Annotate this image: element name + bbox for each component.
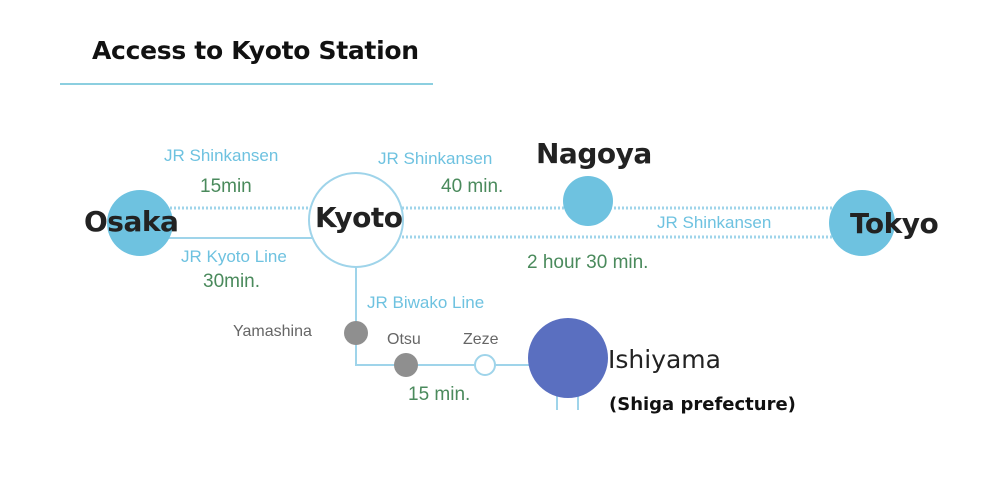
station-ishiyama: Ishiyama xyxy=(608,345,721,374)
station-zeze: Zeze xyxy=(463,331,499,348)
station-nagoya: Nagoya xyxy=(536,137,652,170)
station-osaka: Osaka xyxy=(84,205,179,238)
nagoya-shinkansen-duration: 40 min. xyxy=(441,176,504,197)
tokyo-station-marker xyxy=(829,190,895,256)
biwako-line-duration: 15 min. xyxy=(408,384,471,405)
kyoto-station-marker xyxy=(308,172,404,268)
ishiyama-station-marker xyxy=(528,318,608,398)
tokyo-shinkansen-duration: 2 hour 30 min. xyxy=(527,252,649,273)
osaka-kyoto-line-duration: 30min. xyxy=(203,271,261,292)
station-tokyo: Tokyo xyxy=(850,207,939,240)
osaka-shinkansen-duration: 15min xyxy=(200,176,252,197)
osaka-shinkansen-line-name: JR Shinkansen xyxy=(164,146,279,165)
station-yamashina: Yamashina xyxy=(233,323,312,340)
ishiyama-prefecture-note: (Shiga prefecture) xyxy=(609,394,796,415)
station-otsu: Otsu xyxy=(387,331,421,348)
nagoya-shinkansen-line-name: JR Shinkansen xyxy=(378,149,493,168)
page-title: Access to Kyoto Station xyxy=(92,36,419,65)
osaka-kyoto-line-name: JR Kyoto Line xyxy=(181,247,287,266)
title-underline xyxy=(60,83,433,85)
nagoya-station-marker xyxy=(563,176,613,226)
osaka-station-marker xyxy=(107,190,173,256)
biwako-line-track xyxy=(355,262,540,366)
biwako-line-name: JR Biwako Line xyxy=(367,293,485,312)
tokyo-shinkansen-line-name: JR Shinkansen xyxy=(657,213,772,232)
zeze-station-marker xyxy=(474,354,496,376)
yamashina-station-marker xyxy=(344,321,368,345)
otsu-station-marker xyxy=(394,353,418,377)
station-kyoto: Kyoto xyxy=(315,201,403,234)
